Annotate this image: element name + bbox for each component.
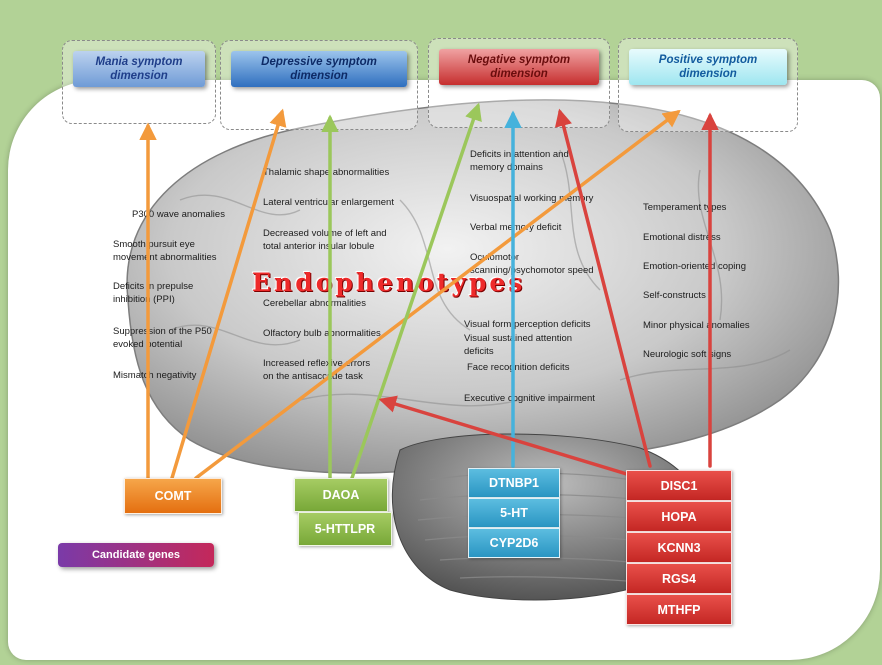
right-middle-item: Deficits in attention and memory domains [470, 149, 569, 173]
depressive-dimension-label: Depressive symptom dimension [231, 51, 407, 87]
right-middle-item: Face recognition deficits [467, 362, 570, 373]
middle-item: Increased reflexive errors on the antisa… [263, 358, 371, 382]
gene-5-ht: 5-HT [468, 498, 560, 528]
right-item: Emotional distress [643, 232, 721, 243]
gene-hopa: HOPA [626, 501, 732, 532]
right-middle-item: Visuospatial working memory [470, 193, 594, 204]
right-middle-item: Verbal memory deficit [470, 222, 562, 233]
positive-dimension-box: Positive symptom dimension [618, 38, 798, 132]
gene-rgs4: RGS4 [626, 563, 732, 594]
left-item: Suppression of the P50 evoked potential [113, 326, 212, 350]
middle-item: Olfactory bulb abnormalities [263, 328, 381, 339]
middle-item: Lateral ventricular enlargement [263, 197, 394, 208]
gene-comt: COMT [124, 478, 222, 514]
positive-dimension-label: Positive symptom dimension [629, 49, 787, 85]
gene-kcnn3: KCNN3 [626, 532, 732, 563]
middle-item: Cerebellar abnormalities [263, 298, 366, 309]
middle-item: Thalamic shape abnormalities [263, 167, 390, 178]
candidate-genes-label: Candidate genes [58, 543, 214, 567]
left-item: P300 wave anomalies [132, 209, 225, 220]
gene-dtnbp1: DTNBP1 [468, 468, 560, 498]
depressive-dimension-box: Depressive symptom dimension [220, 40, 418, 130]
right-middle-item: Visual sustained attention deficits [464, 333, 573, 357]
left-item: Deficits in prepulse inhibition (PPI) [113, 281, 194, 305]
gene-5-httlpr: 5-HTTLPR [298, 512, 392, 546]
right-item: Self-constructs [643, 290, 706, 301]
middle-item: Decreased volume of left and total anter… [263, 228, 387, 252]
right-middle-item: Oculomotor scanning/psychomotor speed [470, 252, 594, 276]
right-middle-item: Visual form perception deficits [464, 319, 591, 330]
right-item: Neurologic soft signs [643, 349, 732, 360]
right-item: Temperament types [643, 202, 727, 213]
right-middle-item: Executive cognitive impairment [464, 393, 595, 404]
mania-dimension-label: Mania symptom dimension [73, 51, 205, 87]
gene-disc1: DISC1 [626, 470, 732, 501]
gene-daoa: DAOA [294, 478, 388, 512]
right-item: Emotion-oriented coping [643, 261, 746, 272]
right-item: Minor physical anomalies [643, 320, 750, 331]
gene-mthfp: MTHFP [626, 594, 732, 625]
mania-dimension-box: Mania symptom dimension [62, 40, 216, 124]
gene-cyp2d6: CYP2D6 [468, 528, 560, 558]
left-item: Mismatch negativity [113, 370, 197, 381]
negative-dimension-box: Negative symptom dimension [428, 38, 610, 128]
left-item: Smooth pursuit eye movement abnormalitie… [113, 239, 217, 263]
negative-dimension-label: Negative symptom dimension [439, 49, 599, 85]
